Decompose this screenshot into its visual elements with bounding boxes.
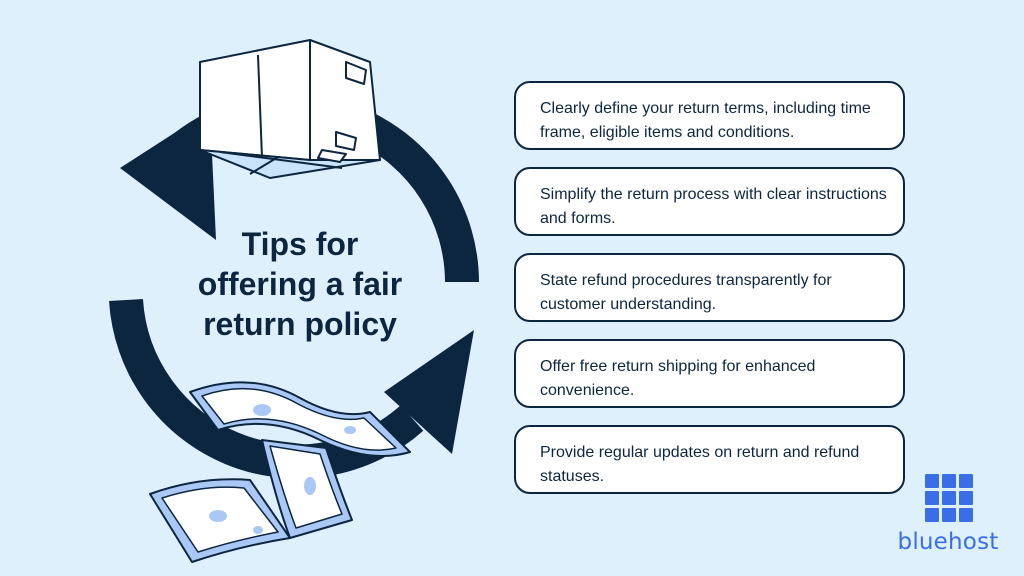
tip-card: Simplify the return process with clear i… bbox=[514, 167, 905, 236]
title-line: Tips for bbox=[241, 226, 359, 262]
page-title: Tips for offering a fair return policy bbox=[150, 224, 450, 344]
tip-text: Clearly define your return terms, includ… bbox=[540, 99, 871, 141]
bluehost-grid-logo-icon bbox=[925, 474, 973, 522]
tip-card: Provide regular updates on return and re… bbox=[514, 425, 905, 494]
title-line: offering a fair bbox=[197, 266, 403, 302]
tip-text: State refund procedures transparently fo… bbox=[540, 271, 832, 313]
tip-card: State refund procedures transparently fo… bbox=[514, 253, 905, 322]
return-cycle-illustration bbox=[109, 39, 479, 563]
brand-name: bluehost bbox=[897, 529, 999, 555]
tip-card: Offer free return shipping for enhanced … bbox=[514, 339, 905, 408]
bluehost-logo: bluehost bbox=[892, 474, 1004, 560]
cardboard-box-icon bbox=[199, 39, 381, 179]
tips-list: Clearly define your return terms, includ… bbox=[514, 81, 905, 511]
tip-card: Clearly define your return terms, includ… bbox=[514, 81, 905, 150]
tip-text: Offer free return shipping for enhanced … bbox=[540, 357, 816, 399]
tip-text: Provide regular updates on return and re… bbox=[540, 443, 860, 485]
title-line: return policy bbox=[203, 306, 397, 342]
tip-text: Simplify the return process with clear i… bbox=[540, 185, 887, 227]
cash-bills-icon bbox=[149, 381, 411, 563]
